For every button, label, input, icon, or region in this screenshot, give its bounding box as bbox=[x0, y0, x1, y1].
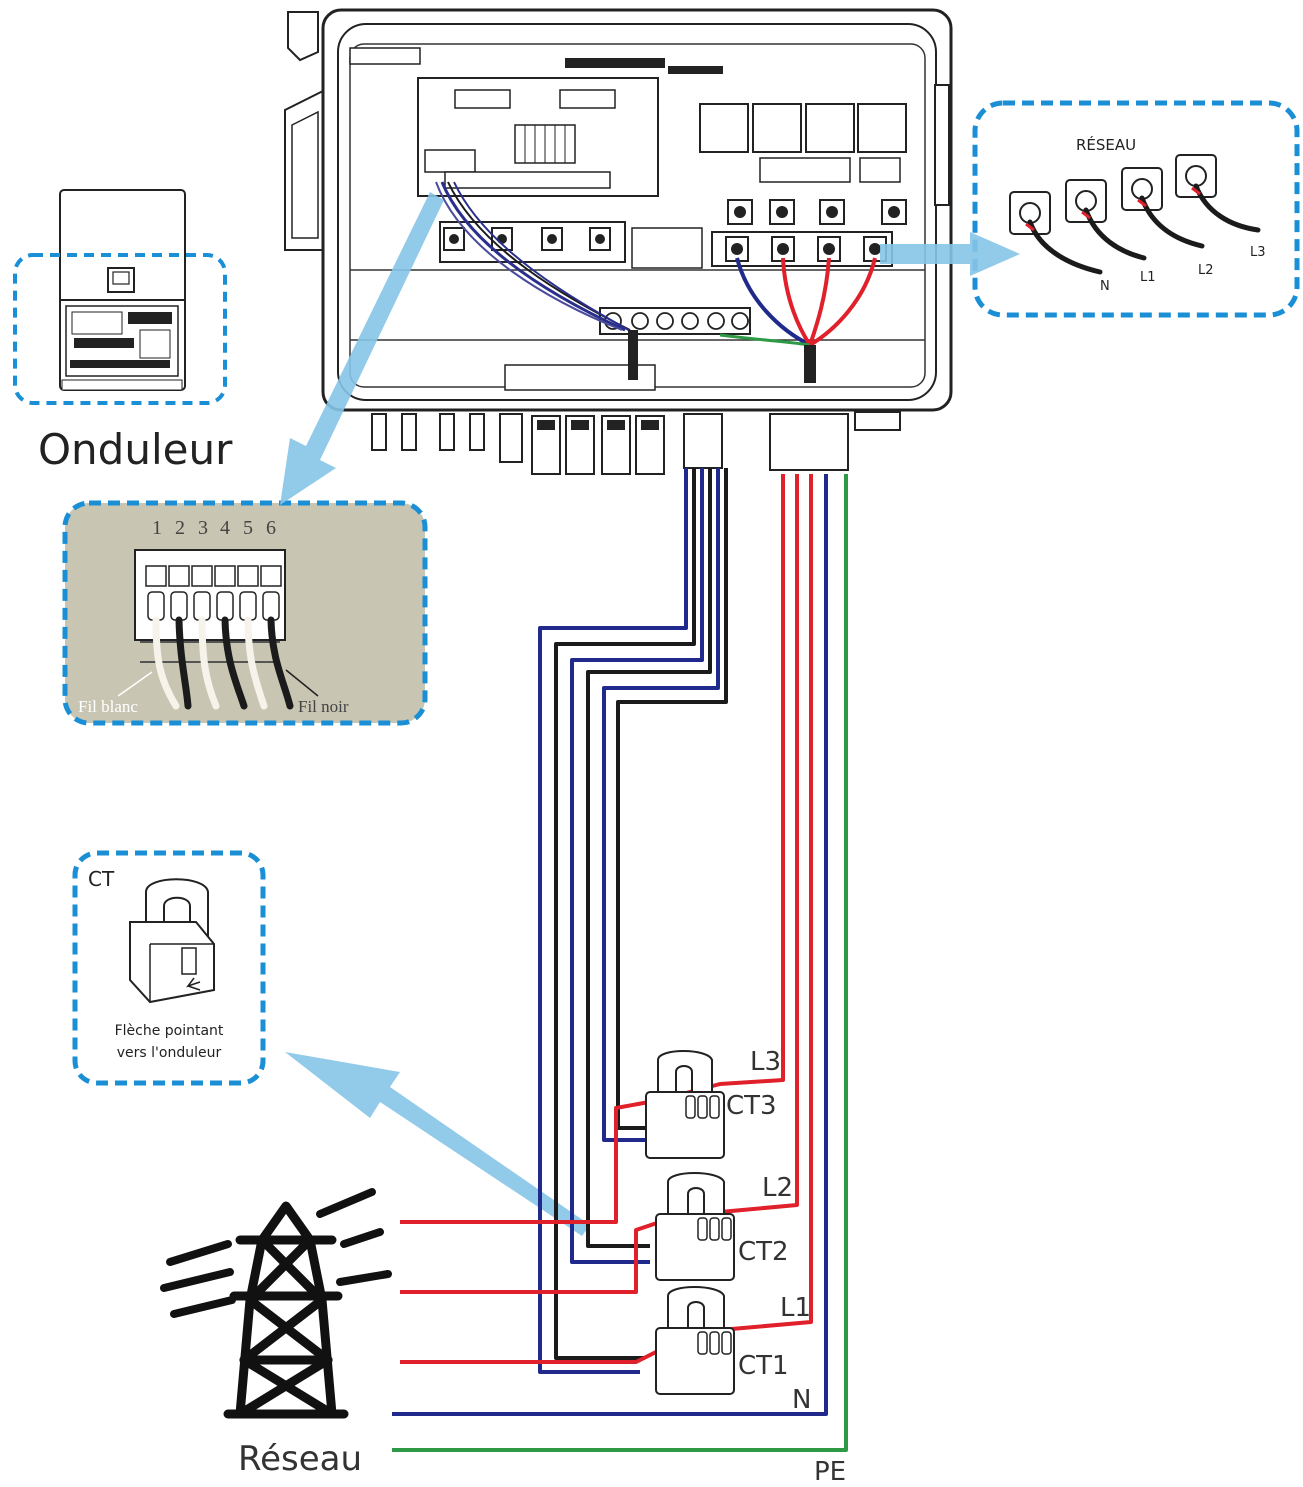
power-pylon-icon bbox=[160, 1188, 392, 1419]
terminal-number-3: 3 bbox=[198, 517, 208, 539]
terminal-number-5: 5 bbox=[243, 517, 253, 539]
arrow-to-ct-panel bbox=[285, 1052, 590, 1236]
terminal-number-6: 6 bbox=[266, 517, 276, 539]
l3-label: L3 bbox=[750, 1047, 781, 1077]
ct1-sensor bbox=[655, 1286, 735, 1395]
white-wire-label: Fil blanc bbox=[78, 697, 138, 716]
terminal-number-2: 2 bbox=[175, 517, 185, 539]
pe-label: PE bbox=[814, 1457, 846, 1487]
ct1-label: CT1 bbox=[738, 1351, 789, 1381]
grid-connectors bbox=[1009, 154, 1261, 275]
grid-terminal-l1: L1 bbox=[1140, 270, 1156, 285]
terminal-block bbox=[134, 549, 286, 663]
black-wire-label: Fil noir bbox=[298, 697, 349, 716]
n-label: N bbox=[792, 1385, 811, 1415]
ct-panel-title: CT bbox=[88, 867, 115, 891]
inverter-label: Onduleur bbox=[38, 425, 233, 474]
earth-wire bbox=[392, 474, 848, 1452]
neutral-wire bbox=[392, 474, 828, 1416]
grid-label: Réseau bbox=[238, 1439, 362, 1479]
ct-clamp-icon bbox=[129, 878, 215, 1004]
pointer-arrows bbox=[280, 192, 1020, 1236]
ct3-label: CT3 bbox=[726, 1091, 777, 1121]
grid-terminal-l2: L2 bbox=[1198, 263, 1214, 278]
grid-terminal-n: N bbox=[1100, 279, 1110, 294]
terminal-number-4: 4 bbox=[220, 517, 230, 539]
grid-terminal-l3: L3 bbox=[1250, 245, 1266, 260]
arrow-to-grid-panel bbox=[880, 232, 1020, 276]
ct2-label: CT2 bbox=[738, 1237, 789, 1267]
grid-terminal-callout: RÉSEAU bbox=[972, 100, 1300, 318]
ct2-sensor bbox=[655, 1172, 735, 1281]
grid-panel-title: RÉSEAU bbox=[1076, 135, 1136, 154]
ct-note-line2: vers l'onduleur bbox=[117, 1045, 222, 1061]
terminal-number-1: 1 bbox=[152, 517, 162, 539]
ct-note-line1: Flèche pointant bbox=[115, 1023, 224, 1039]
ct-terminal-callout: 1 2 3 4 5 6 bbox=[62, 500, 428, 726]
ct3-sensor bbox=[645, 1050, 725, 1159]
ct-signal-cables bbox=[538, 468, 728, 1374]
l2-label: L2 bbox=[762, 1173, 793, 1203]
ct-callout: CT Flèche pointant vers l'onduleur bbox=[72, 850, 266, 1086]
arrow-to-terminal-panel bbox=[280, 192, 444, 505]
inverter-callout-box bbox=[13, 253, 227, 405]
l1-label: L1 bbox=[780, 1293, 811, 1323]
inverter-open-case bbox=[284, 8, 953, 475]
l2-wire bbox=[400, 474, 799, 1294]
inverter-front-icon bbox=[59, 189, 186, 391]
